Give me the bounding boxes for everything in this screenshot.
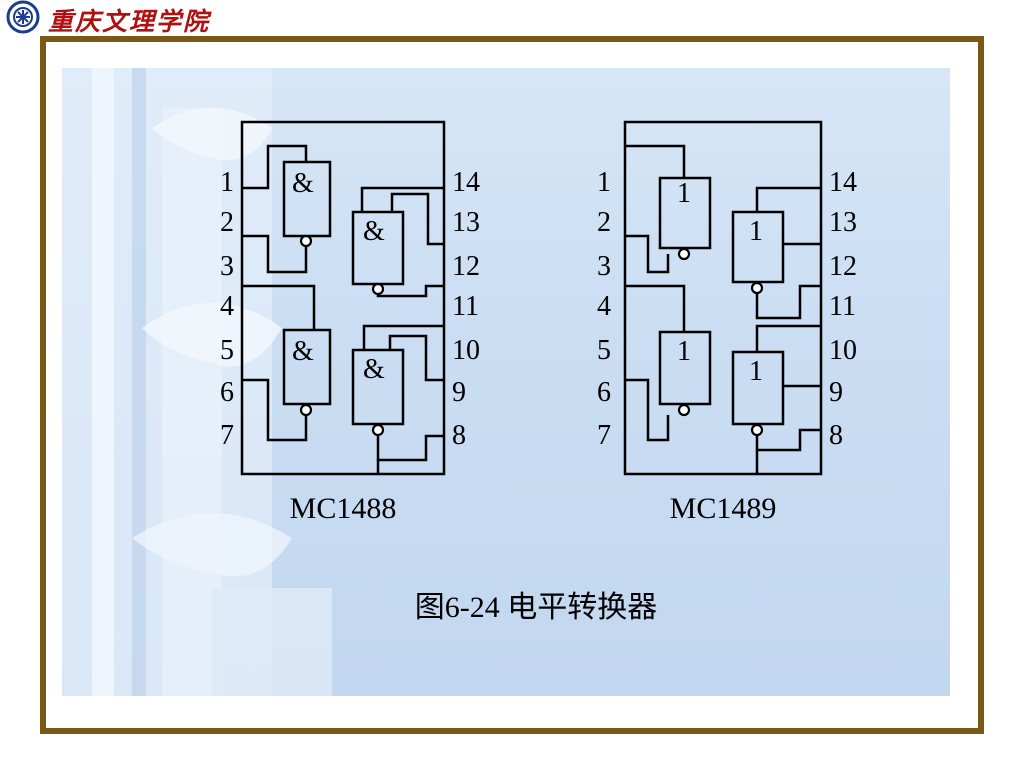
pin-label: 8 xyxy=(829,420,843,451)
mc1489-bubble-3 xyxy=(677,403,691,417)
mc1489-outline xyxy=(623,120,823,476)
logo-text: 重庆文理学院 xyxy=(48,7,211,36)
mc1488-gate-symbols: & & & & xyxy=(292,168,385,385)
mc1488-bubble-2 xyxy=(371,282,385,296)
pin-label: 8 xyxy=(452,420,466,451)
pin-label: 10 xyxy=(452,335,480,366)
pin-label: 3 xyxy=(597,251,611,282)
header-logo: 重庆文理学院 xyxy=(2,0,242,36)
mc1488-gate-symbol-1: & xyxy=(292,168,314,199)
mc1488-outline xyxy=(240,120,446,476)
pin-label: 12 xyxy=(452,251,480,282)
pin-label: 13 xyxy=(829,207,857,238)
pin-label: 9 xyxy=(452,377,466,408)
pin-label: 1 xyxy=(597,167,611,198)
background-column-decoration xyxy=(62,68,332,696)
mc1489-right-pins: 14 13 12 11 10 9 8 xyxy=(829,167,857,451)
pin-label: 4 xyxy=(597,291,611,322)
pin-label: 12 xyxy=(829,251,857,282)
mc1488-bubble-3 xyxy=(299,403,313,417)
pin-label: 11 xyxy=(452,291,479,322)
mc1489-label: MC1489 xyxy=(670,492,777,525)
pin-label: 4 xyxy=(220,291,234,322)
university-emblem-icon xyxy=(6,0,40,34)
pin-label: 2 xyxy=(597,207,611,238)
mc1489-gate-symbol-4: 1 xyxy=(749,356,763,387)
pin-label: 14 xyxy=(452,167,480,198)
pin-label: 11 xyxy=(829,291,856,322)
pin-label: 10 xyxy=(829,335,857,366)
mc1489-gate-symbol-1: 1 xyxy=(677,178,691,209)
mc1488-left-pins: 1 2 3 4 5 6 7 xyxy=(220,167,234,451)
pin-label: 1 xyxy=(220,167,234,198)
pin-label: 7 xyxy=(220,420,234,451)
mc1489-left-pins: 1 2 3 4 5 6 7 xyxy=(597,167,611,451)
mc1488-gate-symbol-2: & xyxy=(363,216,385,247)
pin-label: 6 xyxy=(597,377,611,408)
mc1489-gate-symbol-3: 1 xyxy=(677,336,691,367)
pin-label: 13 xyxy=(452,207,480,238)
mc1489-bubble-2 xyxy=(750,281,764,295)
mc1489-bubble-1 xyxy=(677,247,691,261)
pin-label: 9 xyxy=(829,377,843,408)
slide-panel xyxy=(62,68,950,696)
pin-label: 2 xyxy=(220,207,234,238)
mc1488-label: MC1488 xyxy=(290,492,397,525)
mc1489-chip xyxy=(623,120,823,476)
mc1488-gate-symbol-4: & xyxy=(363,354,385,385)
pin-label: 14 xyxy=(829,167,857,198)
mc1488-right-pins: 14 13 12 11 10 9 8 xyxy=(452,167,480,451)
mc1488-bubble-4 xyxy=(371,423,385,437)
mc1488-chip xyxy=(240,120,446,476)
pin-label: 5 xyxy=(220,335,234,366)
pin-label: 5 xyxy=(597,335,611,366)
mc1489-gate-symbols: 1 1 1 1 xyxy=(677,178,763,387)
figure-caption: 图6-24 电平转换器 xyxy=(415,591,658,624)
slide-frame xyxy=(40,36,984,734)
pin-label: 7 xyxy=(597,420,611,451)
pin-label: 3 xyxy=(220,251,234,282)
pin-label: 6 xyxy=(220,377,234,408)
mc1488-gate-symbol-3: & xyxy=(292,336,314,367)
mc1489-bubble-4 xyxy=(750,423,764,437)
mc1488-bubble-1 xyxy=(299,234,313,248)
mc1489-gate-symbol-2: 1 xyxy=(749,216,763,247)
